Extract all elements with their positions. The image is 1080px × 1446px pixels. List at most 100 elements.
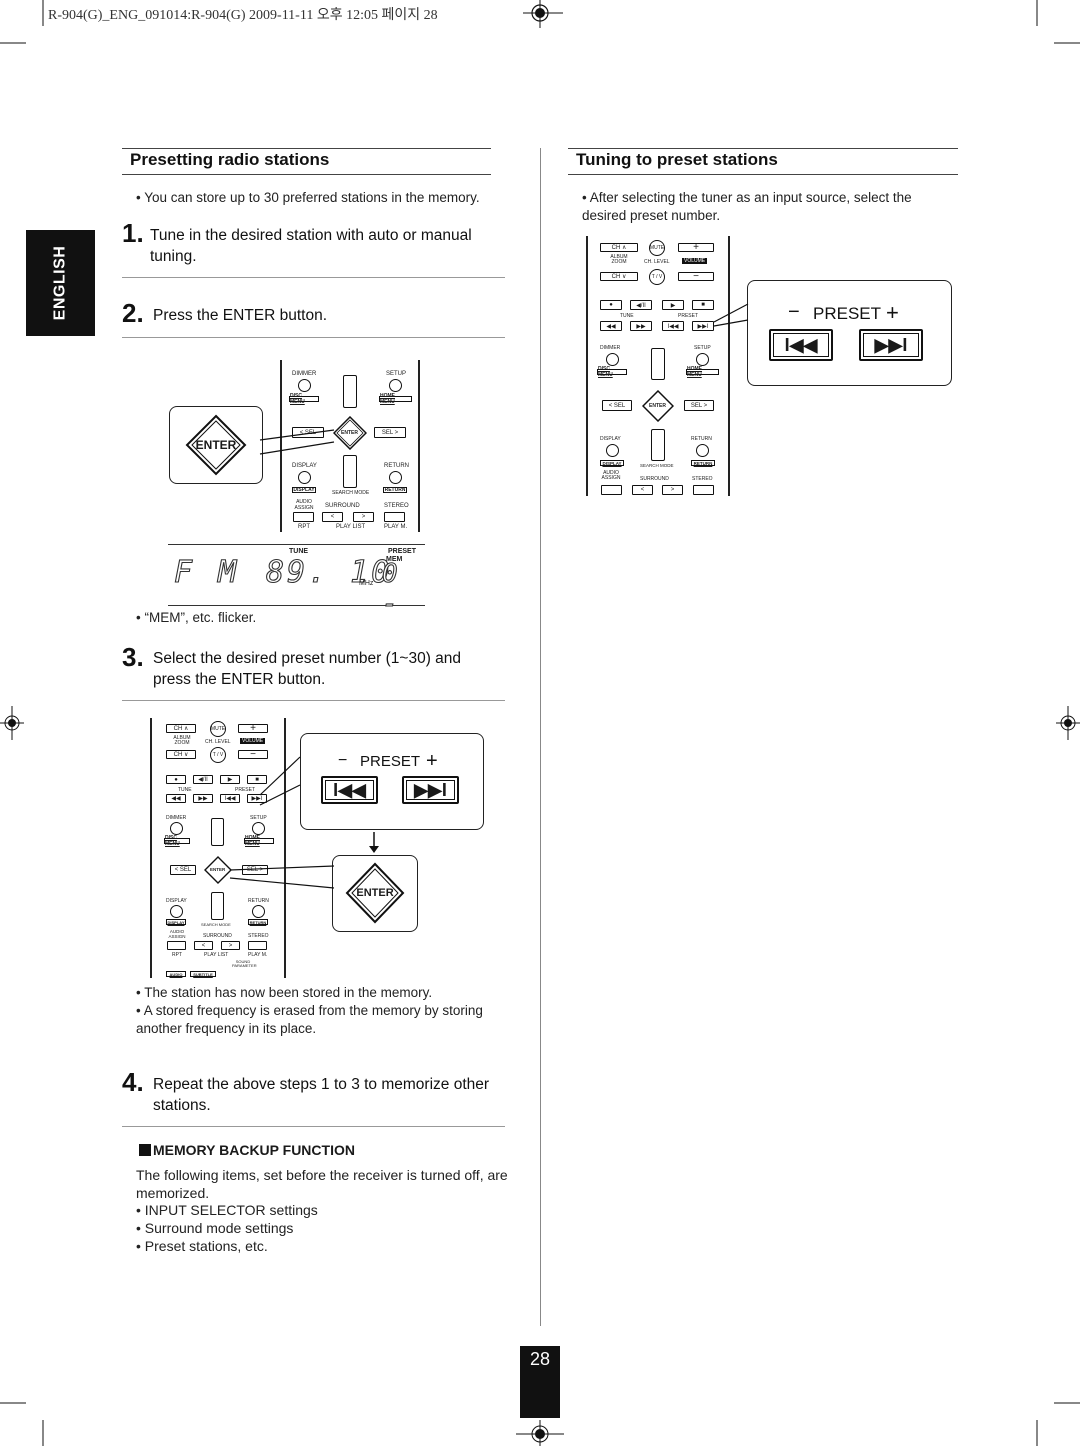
audio-assign-button[interactable] bbox=[293, 512, 314, 522]
preset-small-label: PRESET bbox=[235, 787, 256, 793]
enter-key-label: ENTER bbox=[341, 430, 358, 436]
home-menu-button[interactable]: HOME MENU bbox=[244, 835, 274, 847]
surround-right-button[interactable]: > bbox=[662, 485, 683, 495]
setup-button[interactable] bbox=[696, 353, 709, 366]
tv-button[interactable]: T / V bbox=[649, 269, 665, 285]
play-button[interactable]: ▶ bbox=[220, 775, 240, 784]
enter-key-icon[interactable] bbox=[642, 390, 674, 422]
rpt-label: RPT bbox=[298, 524, 310, 530]
mem-indicator: MEM bbox=[386, 556, 403, 563]
play-pause-button[interactable]: ◀/II bbox=[193, 775, 213, 784]
search-mode-label: SEARCH MODE bbox=[332, 490, 370, 496]
return-button[interactable] bbox=[252, 905, 265, 918]
enter-callout: ENTER bbox=[169, 406, 263, 484]
display-small-button[interactable]: DISPLAY bbox=[166, 919, 186, 925]
record-button[interactable]: ● bbox=[600, 300, 622, 310]
surround-label: SURROUND bbox=[203, 933, 232, 939]
down-key[interactable] bbox=[211, 892, 224, 920]
display-button[interactable] bbox=[170, 905, 183, 918]
down-key[interactable] bbox=[651, 429, 665, 461]
surround-left-button[interactable]: < bbox=[632, 485, 653, 495]
enter-callout-label: ENTER bbox=[356, 887, 394, 899]
mute-button[interactable]: MUTE bbox=[210, 721, 226, 737]
up-key[interactable] bbox=[651, 348, 665, 380]
mute-button[interactable]: MUTE bbox=[649, 240, 665, 256]
preset-up-button[interactable]: ▶▶I bbox=[692, 321, 714, 331]
enter-key-icon[interactable] bbox=[204, 856, 232, 884]
enter-key-icon[interactable] bbox=[333, 416, 367, 450]
up-key[interactable] bbox=[211, 818, 224, 846]
crop-mark-icon bbox=[0, 1402, 44, 1446]
stereo-button[interactable] bbox=[384, 512, 405, 522]
stereo-button[interactable] bbox=[693, 485, 714, 495]
stop-button[interactable]: ■ bbox=[247, 775, 267, 784]
dimmer-button[interactable] bbox=[606, 353, 619, 366]
stereo-button[interactable] bbox=[248, 941, 267, 950]
surround-label: SURROUND bbox=[640, 476, 669, 482]
subtitle-button[interactable]: SUBTITLE bbox=[190, 971, 216, 977]
surround-left-button[interactable]: < bbox=[322, 512, 343, 522]
enter-callout: ENTER bbox=[332, 855, 418, 932]
display-button[interactable] bbox=[298, 471, 311, 484]
tune-down-button[interactable]: ◀◀ bbox=[166, 794, 186, 803]
sel-left-button[interactable]: < SEL bbox=[292, 427, 324, 438]
return-button[interactable] bbox=[389, 471, 402, 484]
play-pause-button[interactable]: ◀/II bbox=[630, 300, 652, 310]
disc-menu-button[interactable]: DISC MENU bbox=[597, 366, 627, 378]
down-key[interactable] bbox=[343, 455, 357, 488]
dimmer-button[interactable] bbox=[170, 822, 183, 835]
volume-up-button[interactable]: + bbox=[678, 242, 714, 253]
ch-up-button[interactable]: CH ∧ bbox=[166, 724, 196, 733]
tv-button[interactable]: T / V bbox=[210, 747, 226, 763]
audio-button[interactable]: AUDIO bbox=[166, 971, 186, 977]
sel-left-button[interactable]: < SEL bbox=[170, 865, 196, 875]
return-small-button[interactable]: RETURN bbox=[383, 487, 407, 493]
sel-right-button[interactable]: SEL > bbox=[684, 400, 714, 411]
up-key[interactable] bbox=[343, 375, 357, 408]
surround-left-button[interactable]: < bbox=[194, 941, 213, 950]
title-rule bbox=[122, 174, 491, 175]
sel-left-button[interactable]: < SEL bbox=[602, 400, 632, 411]
setup-button[interactable] bbox=[389, 379, 402, 392]
disc-menu-button[interactable]: DISC MENU bbox=[164, 835, 190, 847]
preset-down-button[interactable]: I◀◀ bbox=[662, 321, 684, 331]
band-segment-display: F M bbox=[173, 554, 241, 590]
disc-menu-button[interactable]: DISC MENU bbox=[289, 393, 319, 405]
surround-right-button[interactable]: > bbox=[221, 941, 240, 950]
volume-down-button[interactable]: − bbox=[678, 271, 714, 282]
preset-down-button[interactable]: I◀◀ bbox=[220, 794, 240, 803]
section-title: Presetting radio stations bbox=[130, 150, 330, 169]
home-menu-button[interactable]: HOME MENU bbox=[686, 366, 719, 378]
ch-down-button[interactable]: CH ∨ bbox=[166, 750, 196, 759]
remote-control-illustration: CH ∧ MUTE + ALBUM ZOOM CH. LEVEL VOLUME … bbox=[582, 236, 734, 496]
stop-button[interactable]: ■ bbox=[692, 300, 714, 310]
display-button[interactable] bbox=[606, 444, 619, 457]
ch-down-button[interactable]: CH ∨ bbox=[600, 272, 638, 281]
ch-up-button[interactable]: CH ∧ bbox=[600, 243, 638, 252]
preset-small-label: PRESET bbox=[678, 313, 699, 319]
step-number: 3. bbox=[122, 642, 144, 672]
volume-up-button[interactable]: + bbox=[238, 723, 268, 734]
dimmer-button[interactable] bbox=[298, 379, 311, 392]
play-button[interactable]: ▶ bbox=[662, 300, 684, 310]
tune-up-button[interactable]: ▶▶ bbox=[193, 794, 213, 803]
record-button[interactable]: ● bbox=[166, 775, 186, 784]
audio-assign-button[interactable] bbox=[601, 485, 622, 495]
tune-up-button[interactable]: ▶▶ bbox=[630, 321, 652, 331]
tune-down-button[interactable]: ◀◀ bbox=[600, 321, 622, 331]
audio-assign-button[interactable] bbox=[167, 941, 186, 950]
return-small-button[interactable]: RETURN bbox=[248, 919, 268, 925]
return-button[interactable] bbox=[696, 444, 709, 457]
home-menu-button[interactable]: HOME MENU bbox=[379, 393, 412, 405]
ch-level-label: CH. LEVEL bbox=[644, 259, 670, 265]
return-small-button[interactable]: RETURN bbox=[691, 460, 715, 466]
sel-right-button[interactable]: SEL > bbox=[374, 427, 406, 438]
preset-callout: − PRESET + I◀◀ ▶▶I bbox=[747, 280, 952, 386]
display-small-button[interactable]: DISPLAY bbox=[292, 487, 316, 493]
volume-down-button[interactable]: − bbox=[238, 749, 268, 760]
surround-right-button[interactable]: > bbox=[353, 512, 374, 522]
setup-button[interactable] bbox=[252, 822, 265, 835]
display-small-button[interactable]: DISPLAY bbox=[600, 460, 624, 466]
preset-up-button[interactable]: ▶▶I bbox=[247, 794, 267, 803]
remote-control-illustration: DIMMER SETUP DISC MENU HOME MENU < SEL S… bbox=[272, 360, 428, 532]
